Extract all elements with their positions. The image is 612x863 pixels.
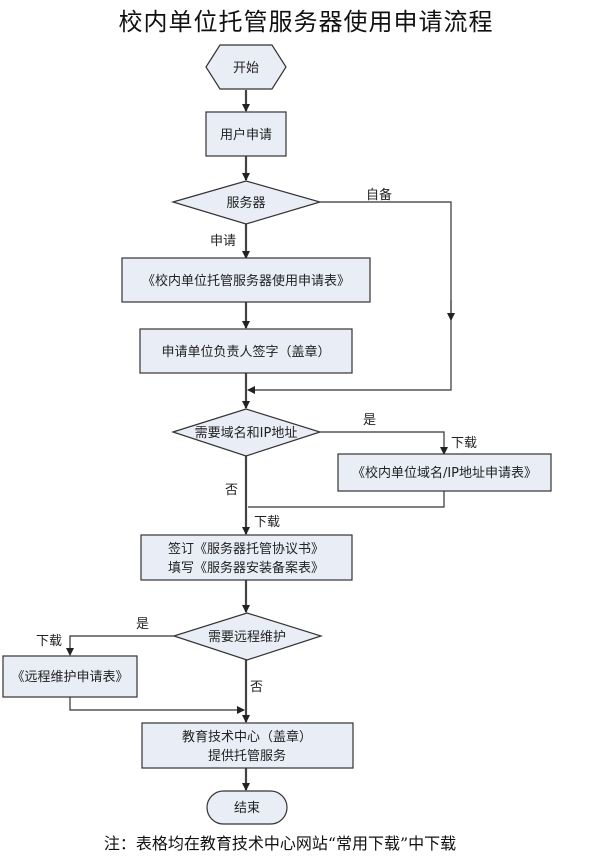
node-agreement-line1: 签订《服务器托管协议书》	[168, 541, 324, 557]
node-agreement-line2: 填写《服务器安装备案表》	[168, 560, 324, 576]
label-self-provided: 自备	[366, 187, 392, 203]
decision-domain-label: 需要域名和IP地址	[195, 425, 298, 441]
node-domain-form-label: 《校内单位域名/IP地址申请表》	[352, 465, 537, 481]
page-title: 校内单位托管服务器使用申请流程	[118, 8, 494, 36]
label-apply: 申请	[210, 234, 236, 249]
decision-server: 服务器	[170, 180, 323, 225]
label-domain-no: 否	[225, 483, 238, 498]
node-center: 教育技术中心（盖章） 提供托管服务	[141, 722, 354, 769]
node-center-line2: 提供托管服务	[208, 748, 286, 764]
node-start: 开始	[205, 44, 287, 90]
decision-remote: 需要远程维护	[172, 612, 323, 661]
decision-server-label: 服务器	[226, 195, 265, 211]
node-remote-form-label: 《远程维护申请表》	[11, 670, 128, 685]
node-end: 结束	[206, 790, 288, 825]
edge-remote-yes	[66, 635, 174, 656]
node-domain-form: 《校内单位域名/IP地址申请表》	[337, 453, 552, 492]
edges	[66, 90, 455, 791]
decision-remote-label: 需要远程维护	[208, 630, 286, 645]
node-center-line1: 教育技术中心（盖章）	[182, 729, 312, 745]
edge-domain-yes	[320, 431, 448, 455]
node-start-label: 开始	[233, 61, 259, 76]
edge-server-self-provided	[247, 201, 452, 394]
label-domain-download: 下载	[451, 436, 477, 451]
label-agreement-download: 下载	[254, 515, 280, 530]
node-apply-form-label: 《校内单位托管服务器使用申请表》	[142, 273, 350, 289]
node-remote-form: 《远程维护申请表》	[2, 655, 138, 698]
label-remote-no: 否	[250, 680, 263, 695]
node-sign-label: 申请单位负责人签字（盖章）	[161, 344, 330, 360]
decision-domain: 需要域名和IP地址	[171, 408, 322, 457]
label-domain-yes: 是	[363, 413, 376, 428]
edge-domain-form-return	[248, 491, 445, 508]
node-apply-form: 《校内单位托管服务器使用申请表》	[121, 257, 371, 303]
edge-remote-form-return	[69, 697, 245, 714]
node-user-apply-label: 用户申请	[220, 127, 272, 143]
node-sign: 申请单位负责人签字（盖章）	[139, 328, 353, 374]
label-remote-yes: 是	[136, 617, 149, 632]
node-user-apply: 用户申请	[205, 111, 287, 157]
footnote: 注：表格均在教育技术中心网站“常用下载”中下载	[103, 834, 457, 853]
node-end-label: 结束	[234, 801, 260, 816]
label-remote-download: 下载	[36, 634, 62, 649]
node-agreement: 签订《服务器托管协议书》 填写《服务器安装备案表》	[140, 534, 353, 581]
